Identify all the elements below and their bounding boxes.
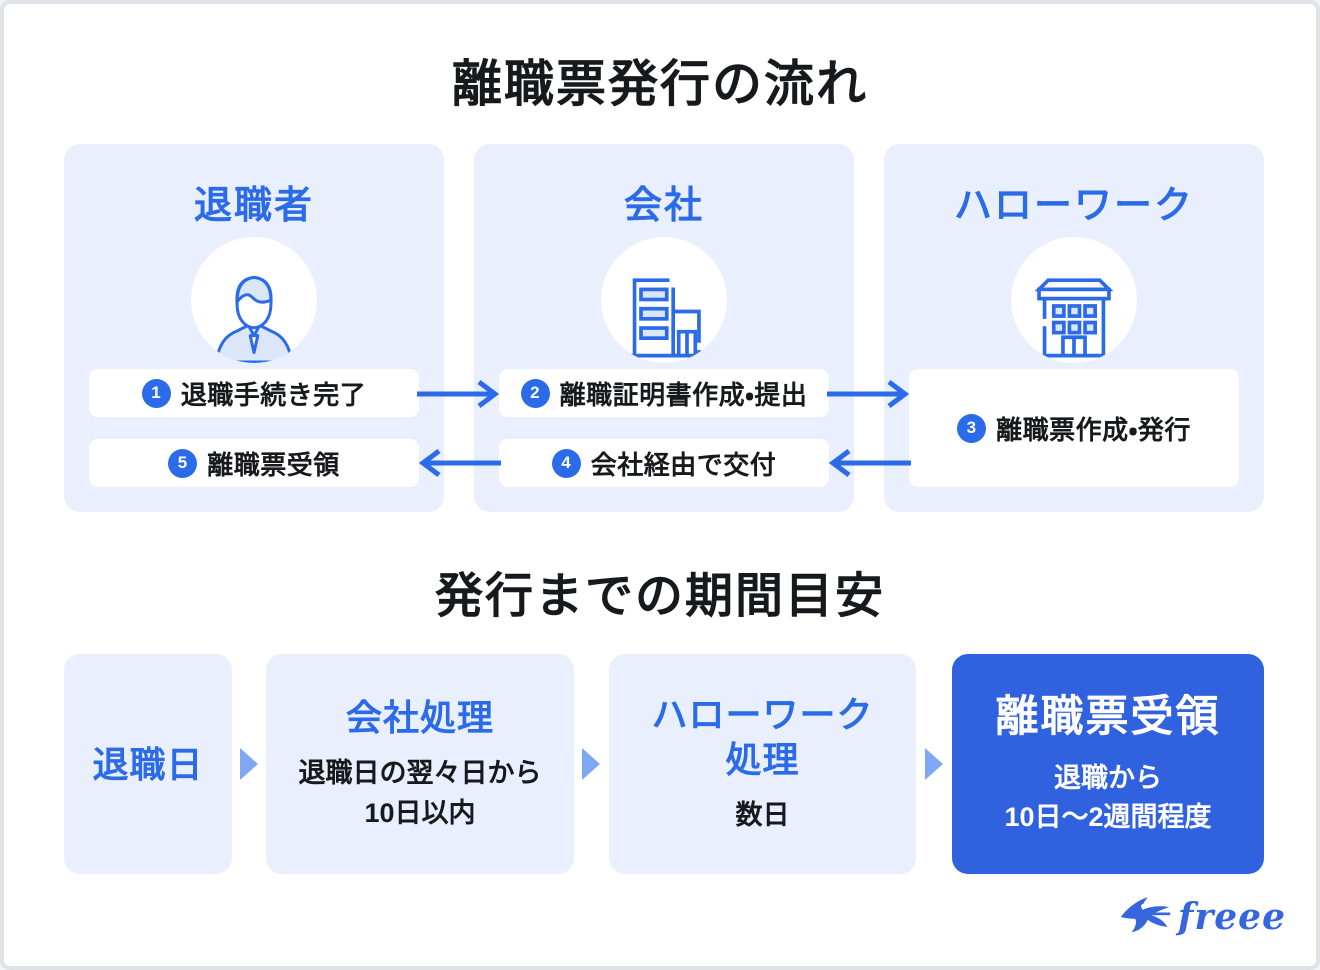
timeline-heading-hellowork-processing: ハローワーク 処理 [651, 694, 874, 781]
hellowork-building-icon [1011, 237, 1137, 363]
step-4-label: 会社経由で交付 [590, 449, 777, 480]
step-4-badge: 4 [551, 448, 581, 478]
step-2-label: 離職証明書作成・提出 [559, 379, 808, 410]
arrow-step3-to-step4 [828, 449, 911, 477]
freee-swallow-icon [1120, 897, 1171, 933]
timeline-detail-receipt: 退職から 10日〜2週間程度 [1004, 762, 1212, 832]
company-building-icon [601, 237, 727, 363]
step-3-badge: 3 [957, 413, 987, 443]
flow-title: 離職票発行の流れ [452, 56, 868, 112]
step-1-label: 退職手続き完了 [180, 379, 367, 410]
step-3-label: 離職票作成・発行 [996, 414, 1191, 445]
timeline-detail-hellowork-processing: 数日 [735, 800, 790, 831]
timeline-box-company-processing: 会社処理 退職日の翌々日から 10日以内 [266, 654, 574, 874]
panel-header-company: 会社 [623, 185, 704, 227]
step-box-2: 2 離職証明書作成・提出 [499, 369, 829, 417]
timeline-heading-company-processing: 会社処理 [345, 697, 494, 739]
timeline-box-retirement-day: 退職日 [64, 654, 232, 874]
timeline-detail-company-processing: 退職日の翌々日から 10日以内 [298, 758, 542, 828]
timeline-arrow-3-icon [925, 748, 943, 780]
arrow-step1-to-step2 [417, 380, 500, 408]
arrow-step4-to-step5 [418, 449, 501, 477]
step-2-badge: 2 [520, 378, 550, 408]
timeline-box-receipt: 離職票受領 退職から 10日〜2週間程度 [952, 654, 1264, 874]
step-box-5: 5 離職票受領 [89, 439, 419, 487]
step-1-badge: 1 [141, 378, 171, 408]
panel-header-hellowork: ハローワーク [953, 185, 1194, 227]
person-icon [191, 237, 317, 363]
panel-header-retiree: 退職者 [193, 185, 314, 227]
timeline-heading-receipt: 離職票受領 [995, 692, 1221, 741]
timeline-heading-retirement-day: 退職日 [92, 743, 204, 785]
arrow-step2-to-step3 [827, 380, 910, 408]
timeline-arrow-2-icon [582, 748, 600, 780]
step-box-1: 1 退職手続き完了 [89, 369, 419, 417]
step-box-4: 4 会社経由で交付 [499, 439, 829, 487]
timeline-box-hellowork-processing: ハローワーク 処理 数日 [609, 654, 916, 874]
step-5-label: 離職票受領 [207, 449, 340, 480]
timeline-arrow-1-icon [240, 748, 258, 780]
freee-logo-text: freee [1177, 896, 1286, 938]
freee-logo: freee [1118, 894, 1286, 940]
step-box-3: 3 離職票作成・発行 [909, 369, 1239, 487]
timeline-title: 発行までの期間目安 [434, 570, 885, 623]
step-5-badge: 5 [168, 448, 198, 478]
